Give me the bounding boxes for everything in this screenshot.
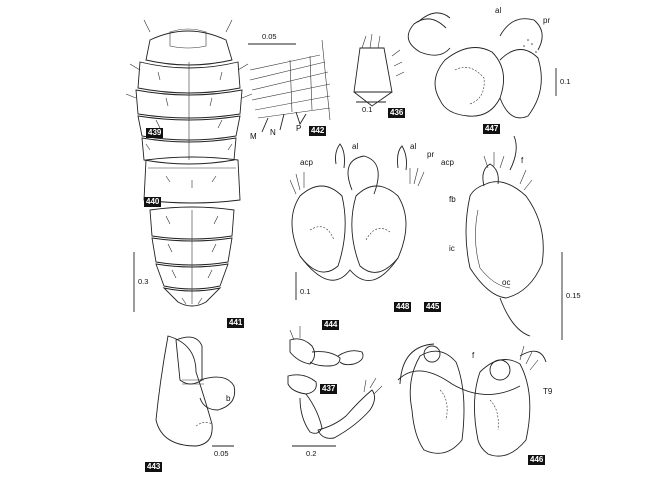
annotation-fb: fb bbox=[449, 195, 456, 204]
drawing-443 bbox=[155, 335, 236, 447]
drawing-439 bbox=[125, 19, 253, 165]
annotation-acp-right: acp bbox=[441, 158, 454, 167]
annotation-pr-448: pr bbox=[427, 150, 435, 159]
figure-label-442: 442 bbox=[309, 126, 327, 136]
scale-bars bbox=[133, 43, 563, 447]
annotation-b: b bbox=[226, 394, 231, 403]
annotation-al-448-left: al bbox=[352, 142, 359, 151]
annotation-n: N bbox=[270, 128, 276, 137]
scale-label-443: 0.05 bbox=[214, 449, 229, 458]
annotation-m: M bbox=[250, 132, 257, 141]
annotation-al-447: al bbox=[495, 6, 502, 15]
drawing-441 bbox=[149, 206, 235, 307]
annotation-acp-left: acp bbox=[300, 158, 313, 167]
figure-label-436: 436 bbox=[388, 108, 406, 118]
figure-label-443: 443 bbox=[145, 462, 163, 472]
drawing-447 bbox=[407, 12, 543, 119]
drawing-436 bbox=[353, 33, 405, 107]
drawing-445 bbox=[465, 135, 544, 337]
annotation-pr-447: pr bbox=[543, 16, 551, 25]
scale-label-448: 0.1 bbox=[300, 287, 311, 296]
figure-label-446: 446 bbox=[528, 455, 546, 465]
scale-label-445: 0.15 bbox=[566, 291, 581, 300]
figure-label-441: 441 bbox=[227, 318, 245, 328]
annotation-al-448-right: al bbox=[410, 142, 417, 151]
annotation-f-445: f bbox=[521, 156, 524, 165]
figure-label-444: 444 bbox=[322, 320, 340, 330]
scale-label-441: 0.3 bbox=[138, 277, 149, 286]
drawing-446 bbox=[397, 343, 547, 457]
drawing-440 bbox=[143, 156, 241, 204]
drawing-437 bbox=[287, 374, 383, 439]
annotation-f-446: f bbox=[472, 351, 475, 360]
annotation-p: P bbox=[296, 124, 302, 133]
annotation-oc: oc bbox=[502, 278, 511, 287]
figure-label-447: 447 bbox=[483, 124, 501, 134]
scale-label-437: 0.2 bbox=[306, 449, 317, 458]
drawing-444 bbox=[289, 326, 364, 367]
annotation-ic: ic bbox=[449, 244, 455, 253]
figure-label-445: 445 bbox=[424, 302, 442, 312]
drawing-442 bbox=[249, 39, 331, 133]
scale-label-436: 0.1 bbox=[362, 105, 373, 114]
figure-label-448: 448 bbox=[394, 302, 412, 312]
figure-label-439: 439 bbox=[146, 128, 164, 138]
figure-label-437: 437 bbox=[320, 384, 338, 394]
scale-label-447: 0.1 bbox=[560, 77, 571, 86]
annotation-t9: T9 bbox=[543, 387, 553, 396]
drawing-448 bbox=[289, 143, 425, 281]
figure-label-440: 440 bbox=[144, 197, 162, 207]
scale-label-442: 0.05 bbox=[262, 32, 277, 41]
